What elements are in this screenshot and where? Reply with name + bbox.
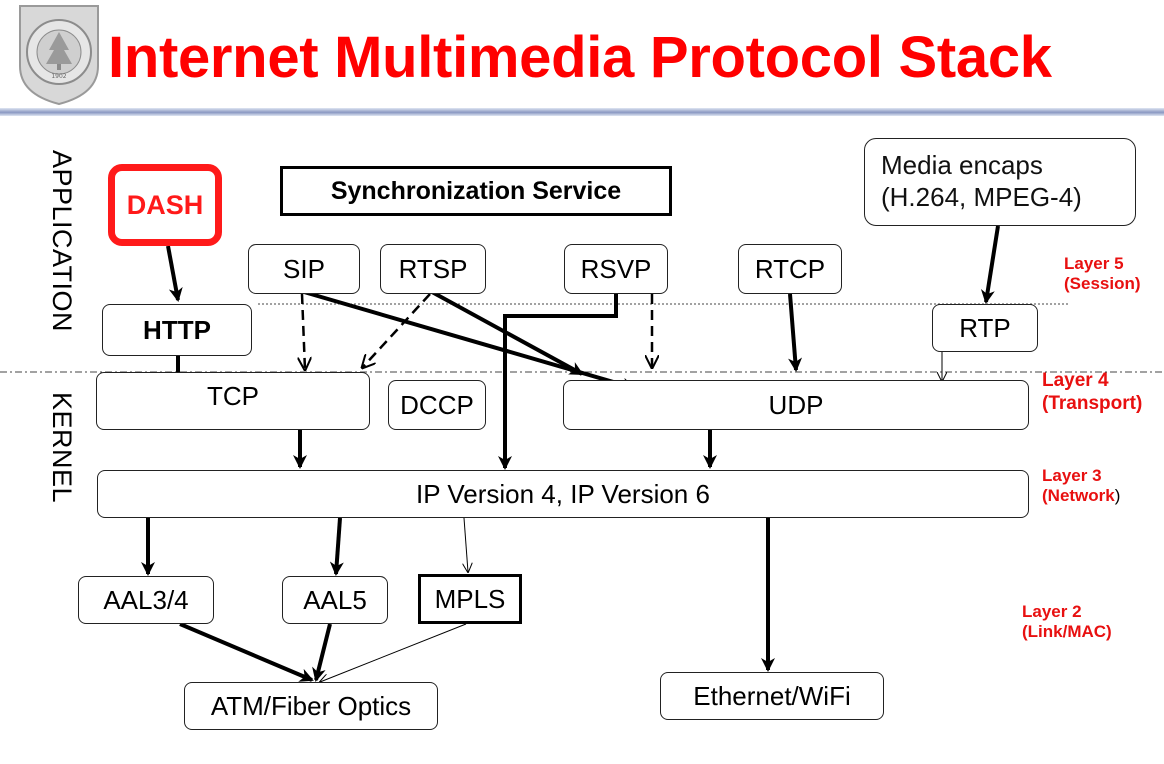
ip-box: IP Version 4, IP Version 6 [97, 470, 1029, 518]
arrow-dash-http [166, 245, 183, 302]
aal34-box: AAL3/4 [78, 576, 214, 624]
title-divider [0, 108, 1164, 116]
atm-fiber-optics-box: ATM/Fiber Optics [184, 682, 438, 730]
layer3-name: Layer 3 [1042, 466, 1102, 485]
page-title: Internet Multimedia Protocol Stack [108, 25, 1052, 90]
layer5-label: Layer 5 (Session) [1064, 254, 1141, 295]
layer4-name: Layer 4 [1042, 370, 1109, 391]
rsvp-box: RSVP [564, 244, 668, 294]
arrow-mpls-atm [320, 623, 467, 682]
layer5-name: Layer 5 [1064, 254, 1124, 273]
ethernet-wifi-box: Ethernet/WiFi [660, 672, 884, 720]
udp-box: UDP [563, 380, 1029, 430]
dash-box: DASH [108, 164, 222, 246]
rtcp-box: RTCP [738, 244, 842, 294]
arrow-rtcp-udp [788, 293, 803, 372]
arrow-rtsp-tcp [362, 293, 431, 368]
rtsp-box: RTSP [380, 244, 486, 294]
media-encaps-box: Media encaps (H.264, MPEG-4) [864, 138, 1136, 226]
layer2-name: Layer 2 [1022, 602, 1082, 621]
arrow-media-rtp [980, 225, 1000, 304]
university-seal-icon: 1902 [16, 2, 102, 106]
arrow-sip-tcp [302, 293, 305, 370]
layer3-detail: (Network [1042, 486, 1115, 506]
arrow-rsvp-ip [498, 292, 618, 470]
layer4-label: Layer 4 (Transport) [1042, 370, 1142, 416]
kernel-side-label: KERNEL [47, 392, 77, 504]
layer2-detail: (Link/MAC) [1022, 622, 1112, 642]
layer3-detail-tail: ) [1114, 486, 1121, 506]
layer2-label: Layer 2 (Link/MAC) [1022, 602, 1112, 643]
layer4-detail: (Transport) [1042, 392, 1143, 414]
media-encaps-line1: Media encaps [881, 150, 1043, 180]
arrow-aal5-atm [312, 623, 332, 682]
sip-box: SIP [248, 244, 360, 294]
rtp-box: RTP [932, 304, 1038, 352]
mpls-box: MPLS [418, 574, 522, 624]
arrow-ip-mpls [464, 517, 468, 572]
http-box: HTTP [102, 304, 252, 356]
layer3-label: Layer 3 (Network) [1042, 466, 1120, 507]
arrow-ip-aal5 [329, 517, 344, 576]
aal5-box: AAL5 [282, 576, 388, 624]
dccp-box: DCCP [388, 380, 486, 430]
synchronization-service-box: Synchronization Service [280, 166, 672, 216]
arrow-aal34-atm [179, 622, 314, 682]
tcp-box: TCP [96, 372, 370, 430]
application-side-label: APPLICATION [47, 150, 77, 333]
seal-year: 1902 [51, 73, 66, 80]
layer5-detail: (Session) [1064, 274, 1141, 294]
media-encaps-line2: (H.264, MPEG-4) [881, 182, 1082, 212]
